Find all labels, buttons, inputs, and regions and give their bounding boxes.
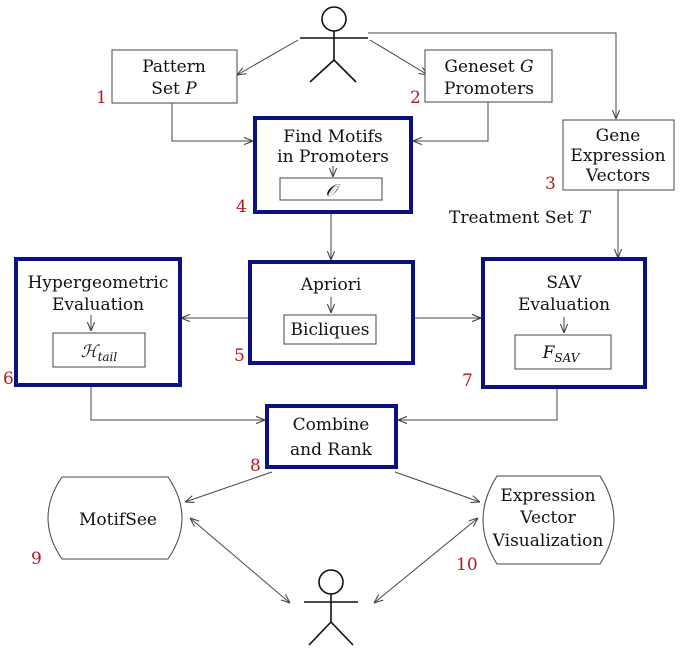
- edge-pattern-set-to-find-motifs: [171, 103, 253, 141]
- node-apriori: Apriori Bicliques 5: [234, 260, 415, 366]
- edge-motifsee-user-bidirectional: [190, 518, 290, 603]
- gene-expression-line3: Vectors: [585, 166, 650, 186]
- node-find-motifs: Find Motifs in Promoters 𝒪 4: [236, 116, 413, 217]
- pattern-set-number: 1: [96, 88, 107, 108]
- sav-line1: SAV: [546, 273, 582, 293]
- gene-expression-line2: Expression: [570, 146, 665, 166]
- geneset-number: 2: [410, 88, 421, 108]
- gene-expression-line1: Gene: [596, 126, 641, 146]
- node-expression-vis: Expression Vector Visualization 10: [456, 475, 615, 575]
- apriori-inner-label: Bicliques: [291, 320, 370, 340]
- sav-inner-symbol: FSAV: [542, 343, 581, 365]
- edge-sav-to-combine: [398, 387, 558, 420]
- node-combine: Combine and Rank 8: [250, 404, 398, 476]
- edge-combine-to-motifsee: [185, 471, 273, 502]
- edge-user-to-pattern-set: [237, 39, 299, 75]
- expression-vis-line1: Expression: [500, 486, 595, 506]
- edge-expression-vis-user-bidirectional: [374, 518, 478, 603]
- apriori-number: 5: [234, 346, 245, 366]
- expression-vis-line3: Visualization: [492, 531, 604, 551]
- motifsee-label: MotifSee: [79, 510, 157, 530]
- edge-user-to-geneset: [369, 39, 428, 75]
- apriori-line1: Apriori: [300, 275, 362, 295]
- node-geneset: Geneset G Promoters 2: [410, 49, 553, 108]
- edge-hypergeometric-to-combine: [90, 385, 265, 420]
- expression-vis-line2: Vector: [519, 508, 576, 528]
- find-motifs-number: 4: [236, 197, 247, 217]
- user-top-icon: [300, 6, 368, 83]
- sav-line2: Evaluation: [518, 295, 610, 315]
- edges: [90, 32, 618, 603]
- node-motifsee: MotifSee 9: [31, 476, 183, 569]
- node-pattern-set: Pattern Set P 1: [96, 49, 238, 108]
- hypergeometric-number: 6: [3, 369, 14, 389]
- find-motifs-line2: in Promoters: [277, 147, 389, 167]
- hypergeometric-line2: Evaluation: [52, 295, 144, 315]
- sav-number: 7: [462, 371, 473, 391]
- hypergeometric-line1: Hypergeometric: [28, 273, 169, 293]
- combine-line2: and Rank: [290, 440, 373, 460]
- pattern-set-line1: Pattern: [142, 57, 206, 77]
- user-bottom-icon: [304, 569, 358, 646]
- geneset-line1: Geneset G: [444, 57, 533, 77]
- node-sav: SAV Evaluation FSAV 7: [462, 257, 647, 391]
- gene-expression-number: 3: [545, 174, 556, 194]
- find-motifs-line1: Find Motifs: [283, 127, 382, 147]
- node-gene-expression: Gene Expression Vectors 3: [545, 119, 675, 194]
- edge-geneset-to-find-motifs: [413, 102, 489, 141]
- combine-number: 8: [250, 456, 261, 476]
- node-hypergeometric: Hypergeometric Evaluation ℋtail 6: [3, 257, 182, 389]
- motifsee-number: 9: [31, 549, 42, 569]
- hypergeometric-inner-symbol: ℋtail: [81, 342, 118, 364]
- geneset-line2: Promoters: [444, 79, 534, 99]
- combine-line1: Combine: [293, 415, 370, 435]
- edge-user-to-gene-expression: [368, 32, 616, 119]
- pattern-set-line2: Set P: [151, 79, 197, 99]
- edge-combine-to-expression-vis: [394, 471, 480, 502]
- treatment-set-label: Treatment Set T: [449, 208, 592, 228]
- expression-vis-number: 10: [456, 555, 478, 575]
